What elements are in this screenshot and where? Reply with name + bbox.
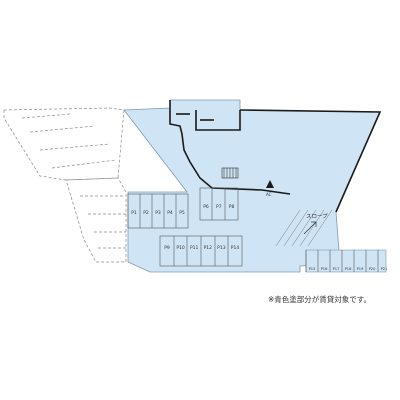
parking-space-label: P8 [229, 204, 235, 210]
parking-space-label: P9 [164, 245, 170, 251]
parking-space-label: P6 [203, 204, 209, 210]
entrance-triangle-icon [266, 180, 274, 188]
building-walls [169, 100, 382, 213]
parking-space-label: P20 [369, 267, 376, 271]
slope-label: スロープ [306, 213, 328, 220]
staircase [221, 167, 239, 179]
parking-space-label: P5 [179, 210, 185, 216]
parking-space-label: P3 [155, 210, 161, 216]
slope-arrow-icon [303, 221, 317, 235]
parking-space-label: P4 [167, 210, 173, 216]
parking-stalls [127, 187, 379, 272]
parking-space-label: P1 [131, 210, 137, 216]
parking-space-label: P16 [321, 267, 328, 271]
leased-area [123, 99, 381, 273]
slope-ramp [275, 209, 333, 247]
parking-space-label: P12 [204, 245, 213, 251]
parking-space-label: P19 [357, 267, 364, 271]
parking-space-label: P18 [345, 267, 352, 271]
parking-space-label: P10 [176, 245, 185, 251]
parking-space-label: P7 [216, 204, 222, 210]
parking-space-label: P21 [381, 267, 388, 271]
parking-space-label: P14 [231, 245, 240, 251]
parking-space-label: P2 [143, 210, 149, 216]
leased-area-note: ※青色塗部分が賃貸対象です。 [268, 295, 372, 304]
parking-space-label: P15 [309, 267, 316, 271]
parking-space-label: P17 [333, 267, 340, 271]
parking-space-label: P11 [190, 245, 199, 251]
entrance-label: AC [266, 192, 272, 197]
neighbor-lots [3, 107, 127, 263]
parking-space-label: P13 [217, 245, 226, 251]
